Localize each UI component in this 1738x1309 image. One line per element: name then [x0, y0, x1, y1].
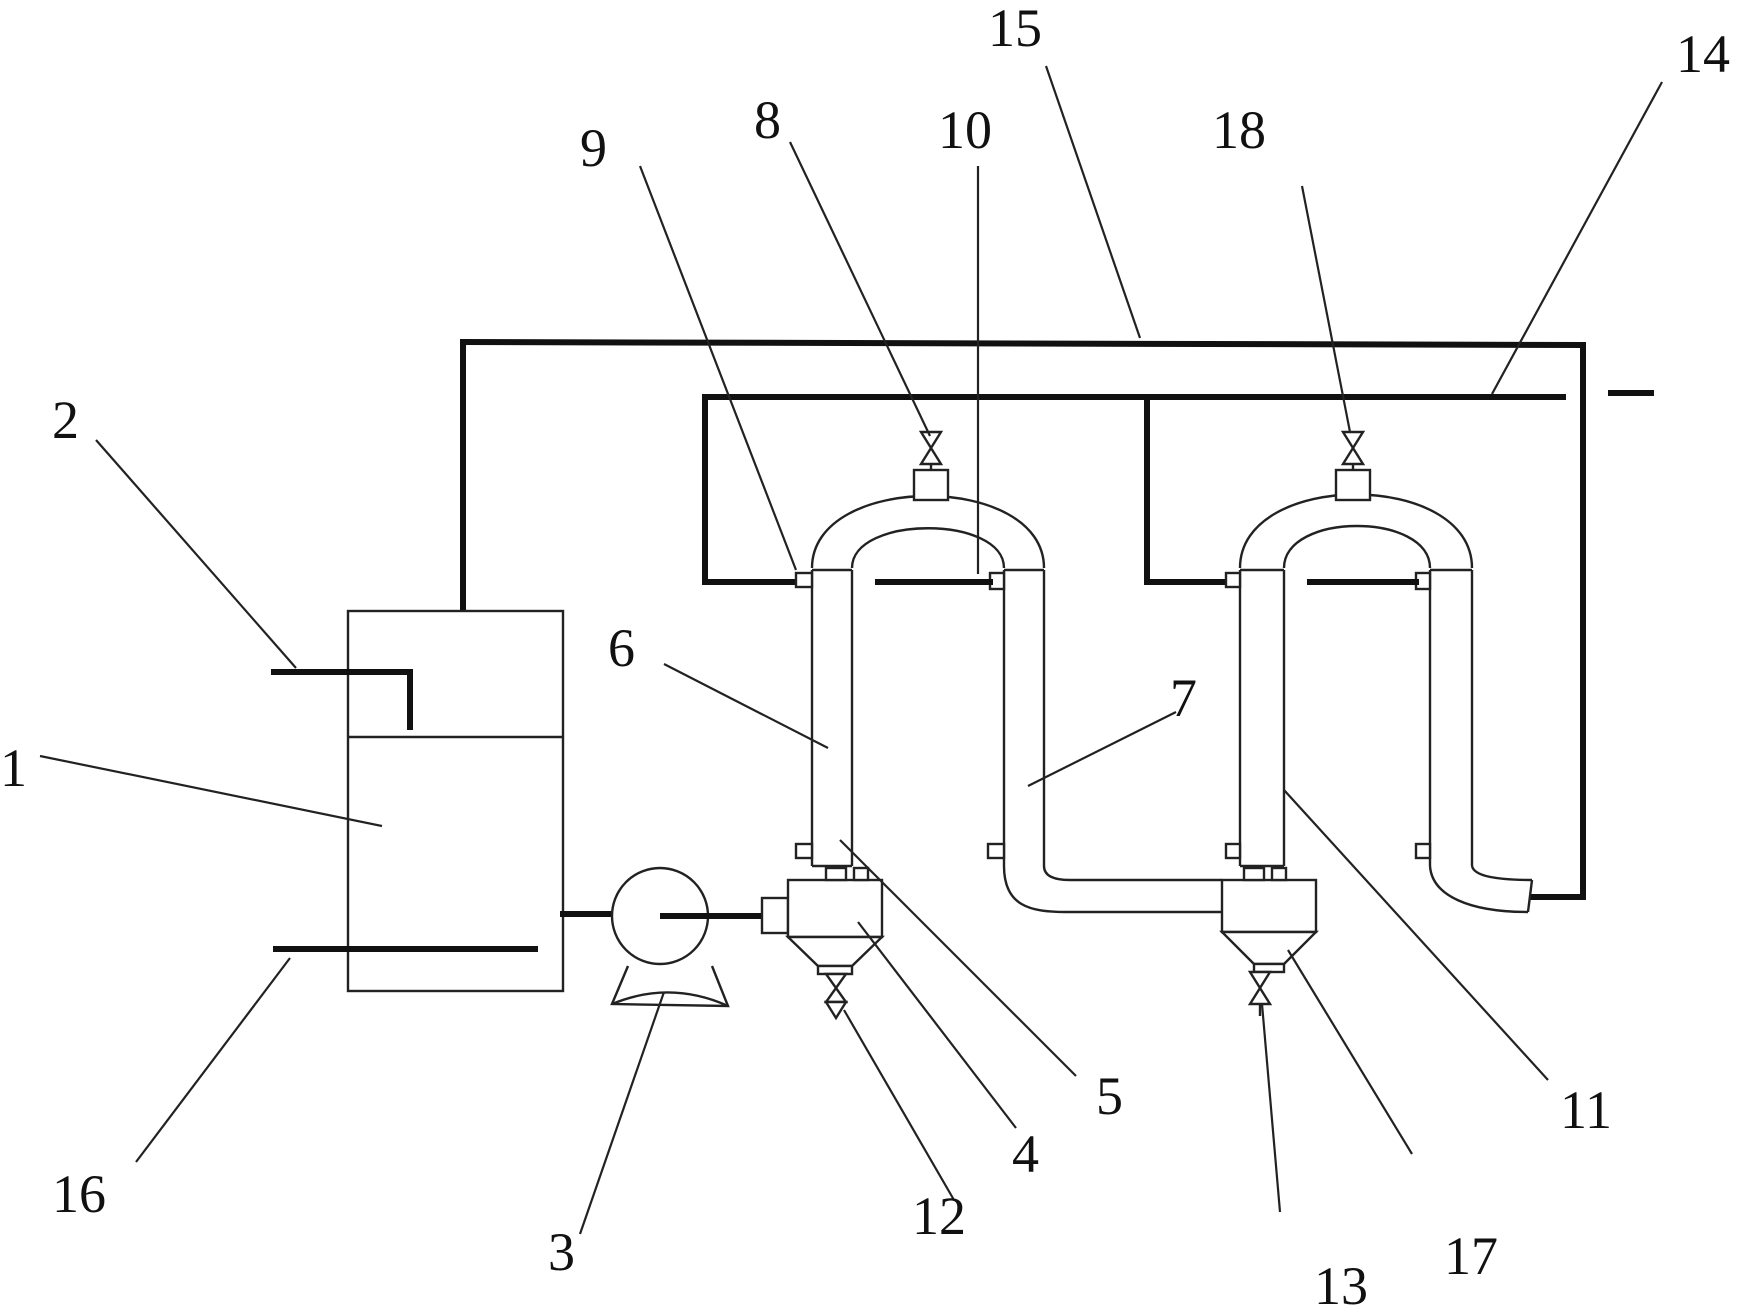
label-14: 14 [1676, 24, 1730, 84]
pump [610, 866, 790, 1008]
separator-17 [1219, 866, 1319, 974]
label-10: 10 [938, 100, 992, 160]
label-17: 17 [1444, 1226, 1498, 1286]
label-15: 15 [988, 0, 1042, 58]
label-1: 1 [0, 738, 27, 798]
label-5: 5 [1096, 1066, 1123, 1126]
label-3: 3 [548, 1222, 575, 1282]
tube-bend-1 [794, 430, 1222, 914]
label-2: 2 [52, 390, 79, 450]
leader-lines [39, 65, 1663, 1235]
header-pipe-14 [702, 390, 1654, 585]
label-8: 8 [754, 90, 781, 150]
label-11: 11 [1560, 1080, 1612, 1140]
label-6: 6 [608, 618, 635, 678]
separator-4 [785, 866, 885, 976]
valve-13 [1247, 970, 1273, 1016]
tank [271, 609, 614, 993]
label-7: 7 [1170, 668, 1197, 728]
label-18: 18 [1212, 100, 1266, 160]
label-4: 4 [1012, 1124, 1039, 1184]
label-12: 12 [912, 1186, 966, 1246]
label-13: 13 [1314, 1256, 1368, 1309]
valve-12 [823, 972, 849, 1021]
label-9: 9 [580, 118, 607, 178]
tube-bend-2 [1224, 430, 1534, 914]
label-16: 16 [52, 1164, 106, 1224]
